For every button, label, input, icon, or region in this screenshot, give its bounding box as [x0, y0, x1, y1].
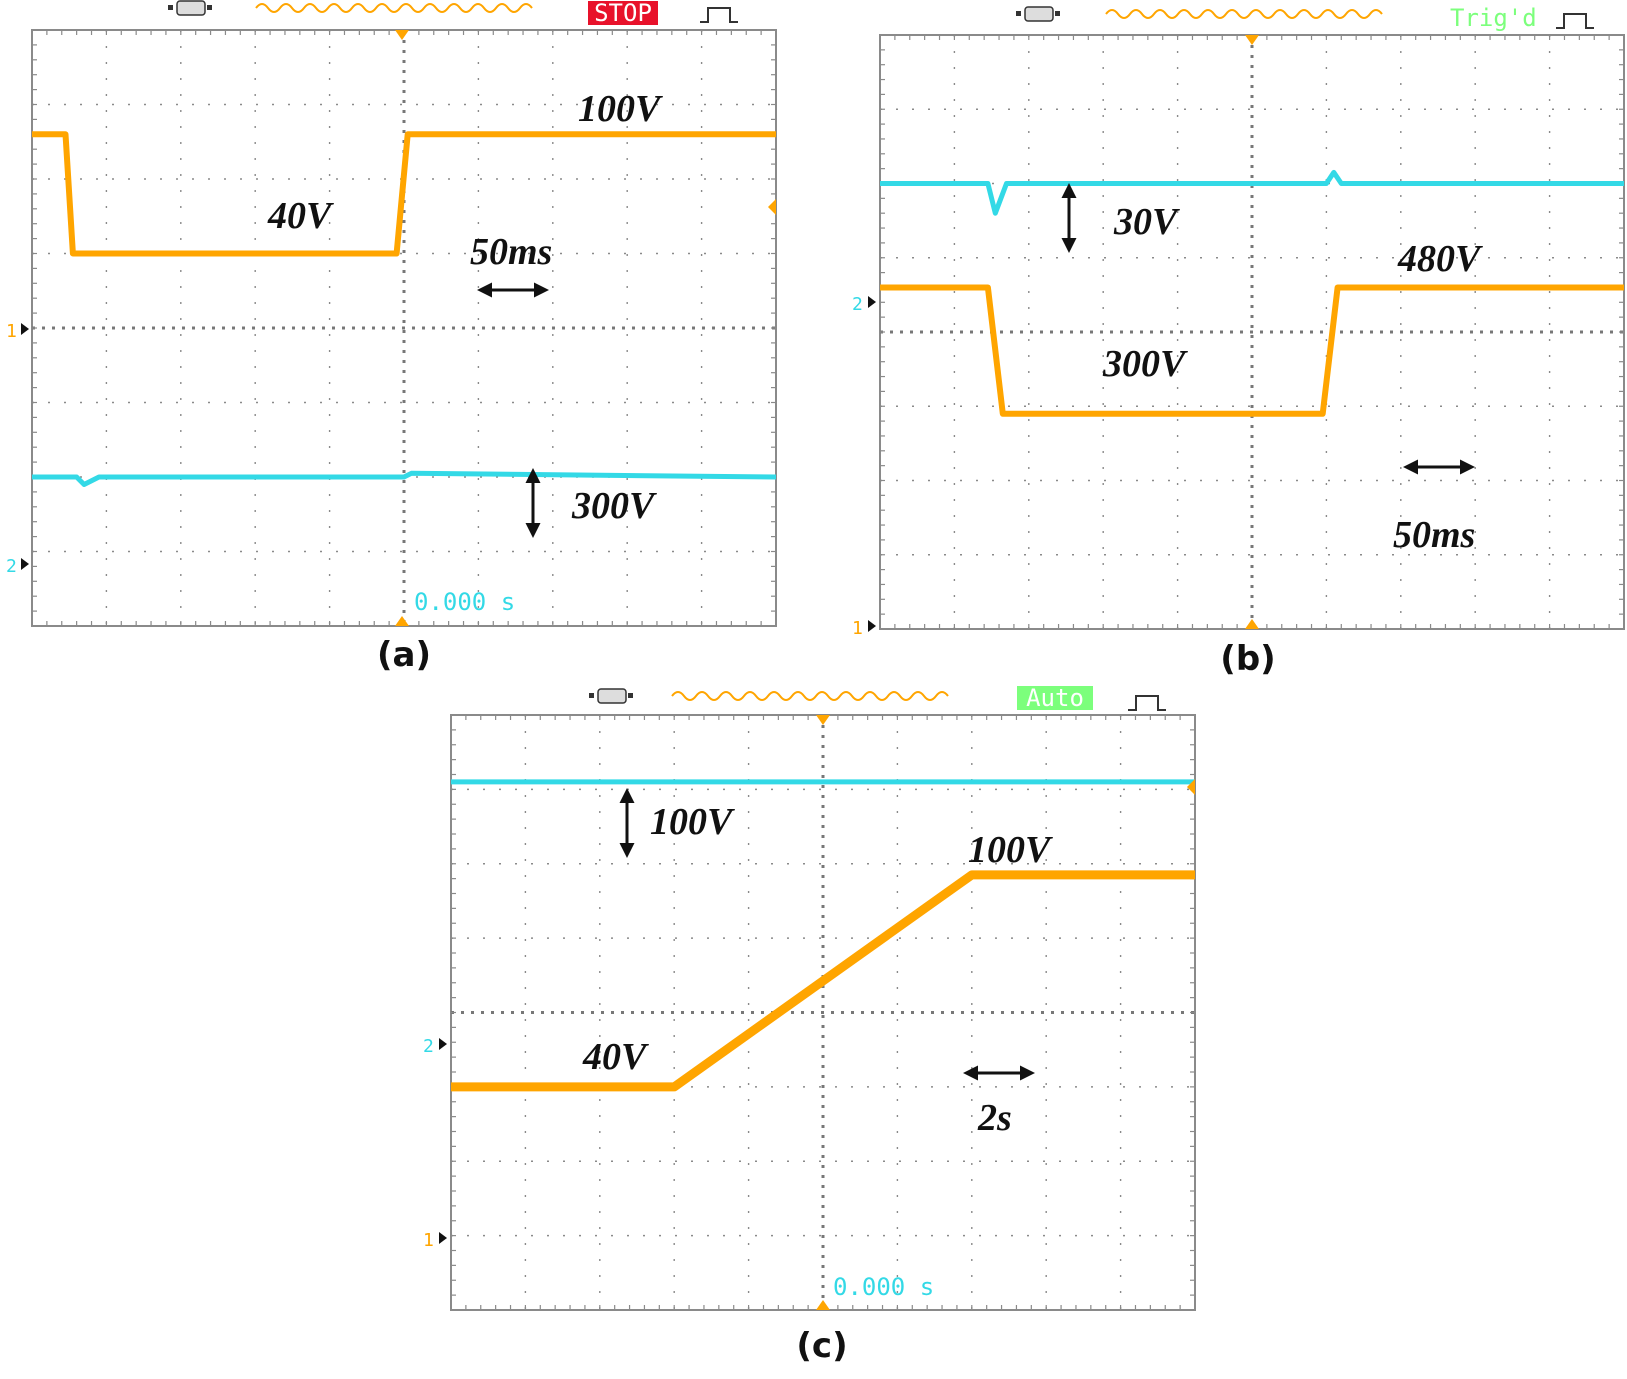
ch2-marker-label: 2 — [423, 1036, 434, 1057]
status-badge-bg — [1017, 686, 1093, 710]
trigger-position-marker-icon — [1245, 35, 1259, 45]
status-badge: STOP — [594, 0, 652, 27]
connector-icon — [589, 688, 633, 704]
channel-marker-icon — [439, 1232, 447, 1244]
trigger-position-marker-icon — [395, 616, 409, 626]
sine-wave-icon — [255, 3, 533, 13]
traces — [880, 169, 1624, 417]
ch1-marker-label: 1 — [852, 618, 863, 639]
trigger-position-marker-icon — [816, 1300, 830, 1310]
grid — [451, 715, 1195, 1310]
caption-c: (c) — [796, 1326, 847, 1366]
channel-marker-icon — [21, 558, 29, 570]
channel-marker-icon — [439, 1038, 447, 1050]
traces — [451, 779, 1195, 1092]
trigger-position-marker-icon — [395, 30, 409, 40]
annotation-480v: 480V — [1397, 238, 1483, 280]
caption-b: (b) — [1220, 639, 1275, 679]
panel-a-header: STOP — [168, 0, 738, 27]
grid — [32, 30, 776, 626]
trigger-pulse-icon — [700, 7, 738, 23]
connector-icon — [1016, 6, 1060, 22]
caption-a: (a) — [377, 635, 431, 675]
channel-marker-icon — [868, 620, 876, 632]
ch2-trace — [880, 169, 1624, 216]
time-readout: 0.000 s — [833, 1273, 934, 1301]
annotation-30v: 30V — [1113, 201, 1180, 243]
annotation-100v-scale: 100V — [650, 801, 735, 843]
traces — [32, 131, 777, 487]
ch2-marker-label: 2 — [6, 556, 17, 577]
trigger-level-marker-icon — [768, 199, 776, 215]
trigger-position-marker-icon — [816, 715, 830, 725]
ch2-trace — [32, 470, 777, 487]
trigger-level-marker-icon — [1187, 779, 1195, 795]
status-badge: Auto — [1026, 684, 1084, 712]
trigger-pulse-icon — [1128, 695, 1166, 711]
trigger-position-marker-icon — [1245, 619, 1259, 629]
connector-icon — [168, 0, 212, 16]
annotation-50ms: 50ms — [1393, 514, 1475, 556]
time-readout: 0.000 s — [414, 588, 515, 616]
panel-c: Auto 2 1 0.000 s 100V 100V 40V 2s (c) — [423, 684, 1196, 1366]
annotation-100v-level: 100V — [968, 829, 1053, 871]
panel-c-header: Auto — [589, 684, 1166, 712]
panel-a: STOP 1 2 0.000 s 40V 100V 50ms 300V (a) — [6, 0, 777, 675]
annotation-2s: 2s — [977, 1097, 1012, 1139]
status-badge-bg — [588, 1, 658, 25]
annotation-300v: 300V — [1102, 343, 1188, 385]
ch1-trace — [451, 870, 1195, 1092]
ch2-marker-label: 2 — [852, 294, 863, 315]
annotation-100v: 100V — [578, 88, 663, 130]
channel-marker-icon — [868, 296, 876, 308]
channel-marker-icon — [21, 323, 29, 335]
annotation-50ms: 50ms — [470, 231, 552, 273]
trigger-pulse-icon — [1556, 13, 1594, 29]
ch1-marker-label: 1 — [6, 321, 17, 342]
sine-wave-icon — [671, 691, 949, 701]
annotation-40v: 40V — [582, 1036, 649, 1078]
panel-b-header: Trig'd — [1016, 4, 1594, 32]
annotation-40v: 40V — [267, 195, 334, 237]
annotation-300v: 300V — [571, 485, 657, 527]
status-badge: Trig'd — [1450, 4, 1537, 32]
ch1-trace — [32, 131, 776, 257]
ch1-marker-label: 1 — [423, 1230, 434, 1251]
ch1-trace — [880, 284, 1624, 417]
sine-wave-icon — [1105, 9, 1383, 19]
panel-b: Trig'd 2 1 30V 480V 300V 50ms (b) — [852, 4, 1625, 679]
